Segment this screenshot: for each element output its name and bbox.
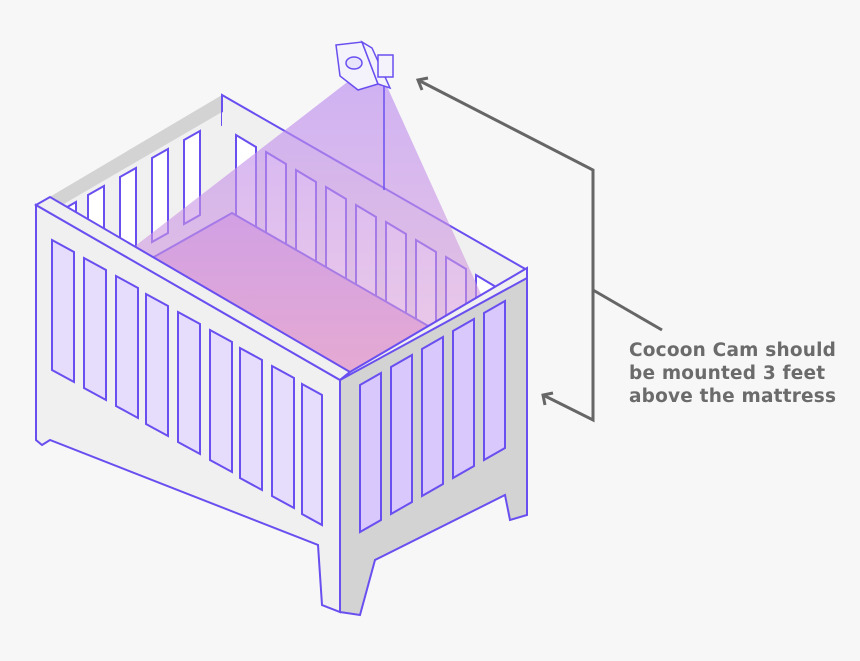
camera-icon — [335, 40, 394, 91]
side-slats — [359, 299, 506, 534]
caption-line-3: above the mattress — [629, 386, 837, 407]
caption-line-1: Cocoon Cam should — [629, 340, 837, 361]
front-slats — [51, 238, 323, 527]
mounting-caption: Cocoon Cam should be mounted 3 feet abov… — [629, 339, 859, 408]
height-bracket-arrow — [415, 76, 663, 423]
caption-line-2: be mounted 3 feet — [629, 363, 826, 384]
